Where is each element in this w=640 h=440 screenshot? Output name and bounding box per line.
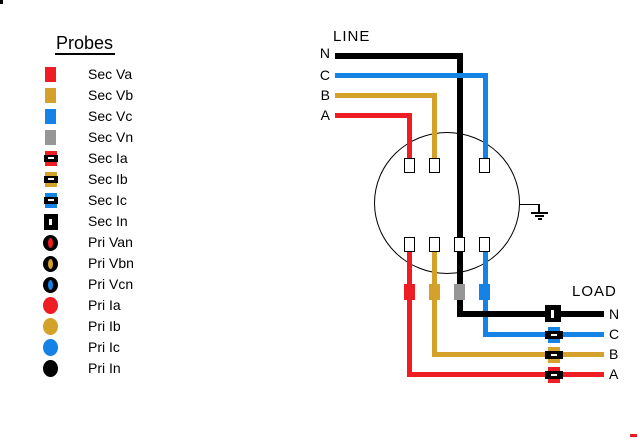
load-a-wire-horizontal [407, 372, 604, 377]
n-wire-vertical [457, 53, 463, 317]
meter-terminal-bottom-a [404, 237, 415, 252]
meter-terminal-bottom-b [429, 237, 440, 252]
load-n-wire-horizontal [457, 311, 604, 317]
sec-vc-probe-marker [479, 284, 490, 300]
pri-van-probe-icon [43, 234, 58, 251]
sec-vn-probe-marker [454, 284, 465, 300]
legend-item-sec-va: Sec Va [42, 64, 252, 85]
sec-vn-probe-icon [45, 130, 56, 145]
pri-in-probe-icon [43, 360, 58, 377]
legend-item-label: Pri Vbn [88, 255, 134, 271]
pri-ia-probe-icon [43, 297, 58, 314]
sec-va-probe-icon [45, 67, 56, 82]
legend-item-label: Sec Vn [88, 129, 134, 145]
meter-terminal-top-a [404, 158, 415, 173]
corner-mark-bottom-right [630, 434, 637, 437]
meter-body-circle [374, 132, 520, 274]
line-a-wire-horizontal [335, 113, 412, 118]
legend-item-pri-van: Pri Van [42, 232, 252, 253]
corner-mark-top-left [0, 0, 3, 4]
legend-item-label: Pri In [88, 360, 121, 376]
load-label-a: A [609, 366, 619, 382]
pri-ic-probe-icon [43, 339, 58, 356]
ground-symbol-bar-3 [538, 218, 542, 220]
meter-terminal-top-c [479, 158, 490, 173]
sec-va-probe-marker [404, 284, 415, 300]
legend-item-label: Pri Ic [88, 339, 120, 355]
legend-item-sec-vn: Sec Vn [42, 127, 252, 148]
legend-item-pri-in: Pri In [42, 358, 252, 379]
meter-terminal-bottom-n [454, 237, 465, 252]
legend-item-pri-vbn: Pri Vbn [42, 253, 252, 274]
sec-ia-probe-icon [43, 151, 58, 166]
legend-item-sec-vb: Sec Vb [42, 85, 252, 106]
sec-in-probe-icon [43, 213, 58, 230]
legend-item-sec-vc: Sec Vc [42, 106, 252, 127]
c-wire-vertical-top [483, 73, 488, 158]
legend-item-sec-in: Sec In [42, 211, 252, 232]
legend-item-label: Sec Ia [88, 150, 128, 166]
load-label-c: C [609, 326, 620, 342]
ground-symbol-bar-2 [535, 215, 544, 217]
sec-ic-probe-icon [43, 193, 58, 208]
legend-item-label: Pri Ib [88, 318, 121, 334]
legend-item-label: Pri Van [88, 234, 133, 250]
line-label-a: A [320, 107, 330, 123]
legend-item-label: Sec Ic [88, 192, 127, 208]
pri-vcn-probe-icon [43, 276, 58, 293]
a-wire-vertical-top [407, 113, 412, 158]
line-n-wire-horizontal [335, 53, 463, 59]
legend-item-label: Pri Vcn [88, 276, 134, 292]
legend-item-sec-ic: Sec Ic [42, 190, 252, 211]
load-c-wire-horizontal [483, 332, 604, 337]
line-label-n: N [319, 45, 330, 61]
legend-item-label: Sec Vb [88, 87, 134, 103]
pri-ib-probe-icon [43, 318, 58, 335]
load-b-wire-horizontal [432, 352, 604, 357]
line-section-title: LINE [333, 28, 371, 45]
sec-ib-probe-marker [545, 347, 563, 363]
meter-terminal-top-b [429, 158, 440, 173]
line-b-wire-horizontal [335, 93, 437, 98]
sec-ib-probe-icon [43, 172, 58, 187]
sec-in-probe-marker [545, 305, 561, 322]
sec-ia-probe-marker [545, 367, 563, 383]
sec-vc-probe-icon [45, 109, 56, 124]
load-label-b: B [609, 346, 619, 362]
load-label-n: N [609, 306, 620, 322]
pri-vbn-probe-icon [43, 255, 58, 272]
legend-title: Probes [55, 33, 116, 55]
legend-item-label: Pri Ia [88, 297, 121, 313]
ground-symbol-stem [538, 204, 540, 213]
legend-item-label: Sec Ib [88, 171, 128, 187]
meter-terminal-bottom-c [479, 237, 490, 252]
legend-item-pri-ib: Pri Ib [42, 316, 252, 337]
sec-vb-probe-icon [45, 88, 56, 103]
sec-ic-probe-marker [545, 327, 563, 343]
legend-item-label: Sec Vc [88, 108, 133, 124]
legend-item-sec-ib: Sec Ib [42, 169, 252, 190]
line-c-wire-horizontal [335, 73, 488, 78]
sec-vb-probe-marker [429, 284, 440, 300]
b-wire-vertical-top [432, 93, 437, 158]
line-label-b: B [320, 87, 330, 103]
legend-item-pri-vcn: Pri Vcn [42, 274, 252, 295]
b-wire-vertical-bottom [432, 252, 437, 357]
legend-item-pri-ia: Pri Ia [42, 295, 252, 316]
legend-item-pri-ic: Pri Ic [42, 337, 252, 358]
line-label-c: C [319, 67, 330, 83]
load-section-title: LOAD [572, 283, 617, 300]
legend-item-label: Sec Va [88, 66, 133, 82]
ground-symbol-arm [519, 204, 539, 205]
a-wire-vertical-bottom [407, 252, 412, 377]
legend-item-label: Sec In [88, 213, 128, 229]
legend-item-sec-ia: Sec Ia [42, 148, 252, 169]
ground-symbol-bar-1 [531, 212, 548, 214]
